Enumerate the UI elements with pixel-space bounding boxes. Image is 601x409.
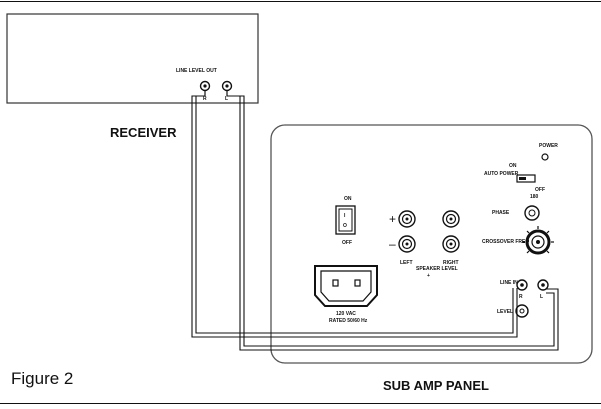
svg-text:180: 180 [530,194,539,200]
svg-text:POWER: POWER [539,143,558,149]
receiver-output-label: LINE LEVEL OUT [176,68,217,74]
receiver-label: RECEIVER [110,125,177,140]
svg-text:R: R [519,294,523,300]
line-in-right-jack [516,279,528,291]
svg-text:+: + [427,273,430,279]
panel-label: SUB AMP PANEL [383,378,489,393]
auto-power-switch: ON AUTO POWER OFF [484,163,545,193]
svg-text:ON: ON [509,163,517,169]
left-minus-post [398,235,416,253]
svg-text:ON: ON [344,196,352,202]
svg-text:L: L [540,294,543,300]
svg-text:PHASE: PHASE [492,210,510,216]
bottom-rule [0,403,601,404]
svg-text:L: L [225,96,228,102]
svg-text:CROSSOVER FREQ: CROSSOVER FREQ [482,239,529,245]
svg-text:–: – [389,237,396,251]
svg-text:R: R [203,96,207,102]
svg-text:120 VAC: 120 VAC [336,311,356,317]
power-indicator: POWER [539,143,558,161]
figure-caption: Figure 2 [11,369,74,388]
line-in-left-jack [537,279,549,291]
svg-text:+: + [389,212,396,226]
svg-text:SPEAKER LEVEL: SPEAKER LEVEL [416,266,458,272]
top-rule [0,1,601,2]
sub-amp-panel [270,124,593,364]
rca-cable [191,90,559,351]
svg-text:I: I [344,213,346,219]
svg-text:AUTO POWER: AUTO POWER [484,171,519,177]
phase-knob: 180 PHASE [492,194,540,221]
right-plus-post [442,210,460,228]
svg-text:RIGHT: RIGHT [443,260,459,266]
level-knob [515,304,529,318]
svg-text:LINE IN: LINE IN [500,280,518,286]
svg-text:O: O [343,223,347,229]
speaker-binding-posts: + – LEFT RIGHT SPEAKER LEVEL + [389,210,460,279]
svg-text:OFF: OFF [342,240,352,246]
svg-text:RATED 50/60 Hz: RATED 50/60 Hz [329,318,368,324]
left-plus-post [398,210,416,228]
receiver-box [6,13,259,104]
ac-inlet: 120 VAC RATED 50/60 Hz [314,265,378,324]
line-in-jacks: LINE IN R L LEVEL [497,279,549,318]
svg-text:OFF: OFF [535,187,545,193]
crossover-knob: CROSSOVER FREQ [482,226,554,255]
right-minus-post [442,235,460,253]
power-switch: ON I O OFF [335,196,356,246]
svg-text:LEVEL: LEVEL [497,309,513,315]
svg-text:LEFT: LEFT [400,260,413,266]
